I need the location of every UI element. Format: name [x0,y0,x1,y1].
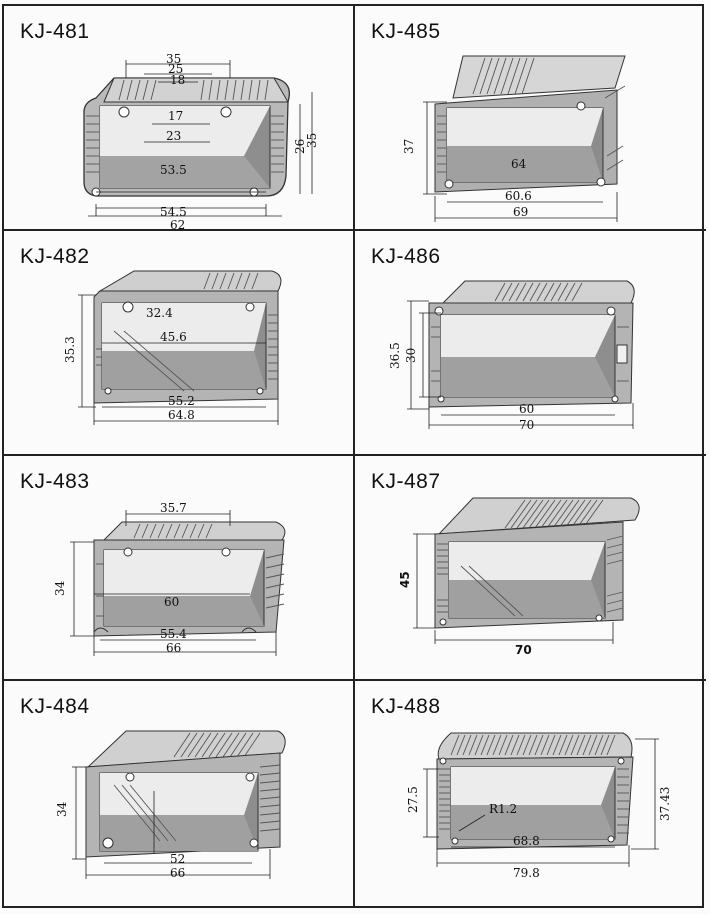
dim-text: 34 [53,580,67,596]
dim-text: 52 [170,852,185,866]
model-label: KJ-483 [20,470,90,493]
profile-drawing: 45 70 [398,497,640,657]
dim-text: 70 [515,643,532,657]
profile-cell-kj-482: KJ-482 [4,231,355,456]
profile-cell-kj-483: KJ-483 [4,456,355,681]
dim-text: 32.4 [146,306,173,320]
dim-text: 37 [402,139,416,154]
profile-cell-kj-481: KJ-481 [4,6,355,231]
profile-cell-kj-484: KJ-484 [4,681,355,906]
dim-text: 53.5 [160,163,187,177]
profile-drawing: 37 64 60.6 69 [402,55,626,222]
dim-text: 62 [170,218,185,230]
profile-drawing: 35.7 34 60 55.4 66 [53,501,286,656]
dim-text: 60.6 [505,189,532,203]
dim-text: 66 [166,641,181,655]
dim-text: 60 [164,595,179,609]
dim-text: 69 [513,205,528,219]
dim-text: 36.5 [388,342,402,369]
dim-text: 60 [519,402,534,416]
dim-text: 55.2 [168,394,195,408]
dim-text: 35 [305,133,319,148]
dim-text: 64 [511,157,527,171]
dim-text: 55.4 [160,627,187,641]
dim-text: 35 [166,52,181,66]
dim-text: 23 [166,129,181,143]
profile-cell-kj-487: KJ-487 [355,456,706,681]
profile-drawing: 27.5 R1.2 68.8 79.8 37.43 [406,732,672,880]
dim-text: 34 [55,801,69,817]
model-label: KJ-487 [371,470,441,493]
dim-text: 26 [293,139,307,154]
model-label: KJ-485 [371,20,441,43]
model-label: KJ-488 [371,695,441,718]
dim-text: R1.2 [489,802,517,816]
dim-text: 35.7 [160,501,187,515]
dim-text: 64.8 [168,408,195,422]
dim-text: 30 [404,348,418,363]
dim-text: 45.6 [160,330,187,344]
dim-text: 35.3 [63,336,77,363]
profile-drawing: 35 25 18 17 23 53.5 54.5 62 26 35 [83,52,319,230]
dim-text: 70 [519,418,534,432]
profile-drawing: 36.5 30 60 70 [388,280,635,432]
profile-cell-kj-486: KJ-486 [355,231,706,456]
dim-text: 18 [170,73,185,87]
dim-text: 79.8 [513,866,540,880]
dim-text: 68.8 [513,834,540,848]
dim-text: 25 [168,62,183,76]
profile-grid: KJ-481 [2,4,706,908]
profile-cell-kj-488: KJ-488 [355,681,706,906]
dim-text: 37.43 [658,787,672,821]
dim-text: 54.5 [160,205,187,219]
profile-cell-kj-485: KJ-485 [355,6,706,231]
model-label: KJ-484 [20,695,90,718]
dim-text: 45 [398,571,412,588]
dim-text: 66 [170,866,185,880]
model-label: KJ-486 [371,245,441,268]
model-label: KJ-481 [20,20,90,43]
profile-drawing: 35.3 32.4 45.6 55.2 64.8 [63,270,282,425]
dim-text: 17 [168,109,183,123]
model-label: KJ-482 [20,245,90,268]
dim-text: 27.5 [406,786,420,813]
profile-drawing: 34 52 66 [55,730,286,880]
